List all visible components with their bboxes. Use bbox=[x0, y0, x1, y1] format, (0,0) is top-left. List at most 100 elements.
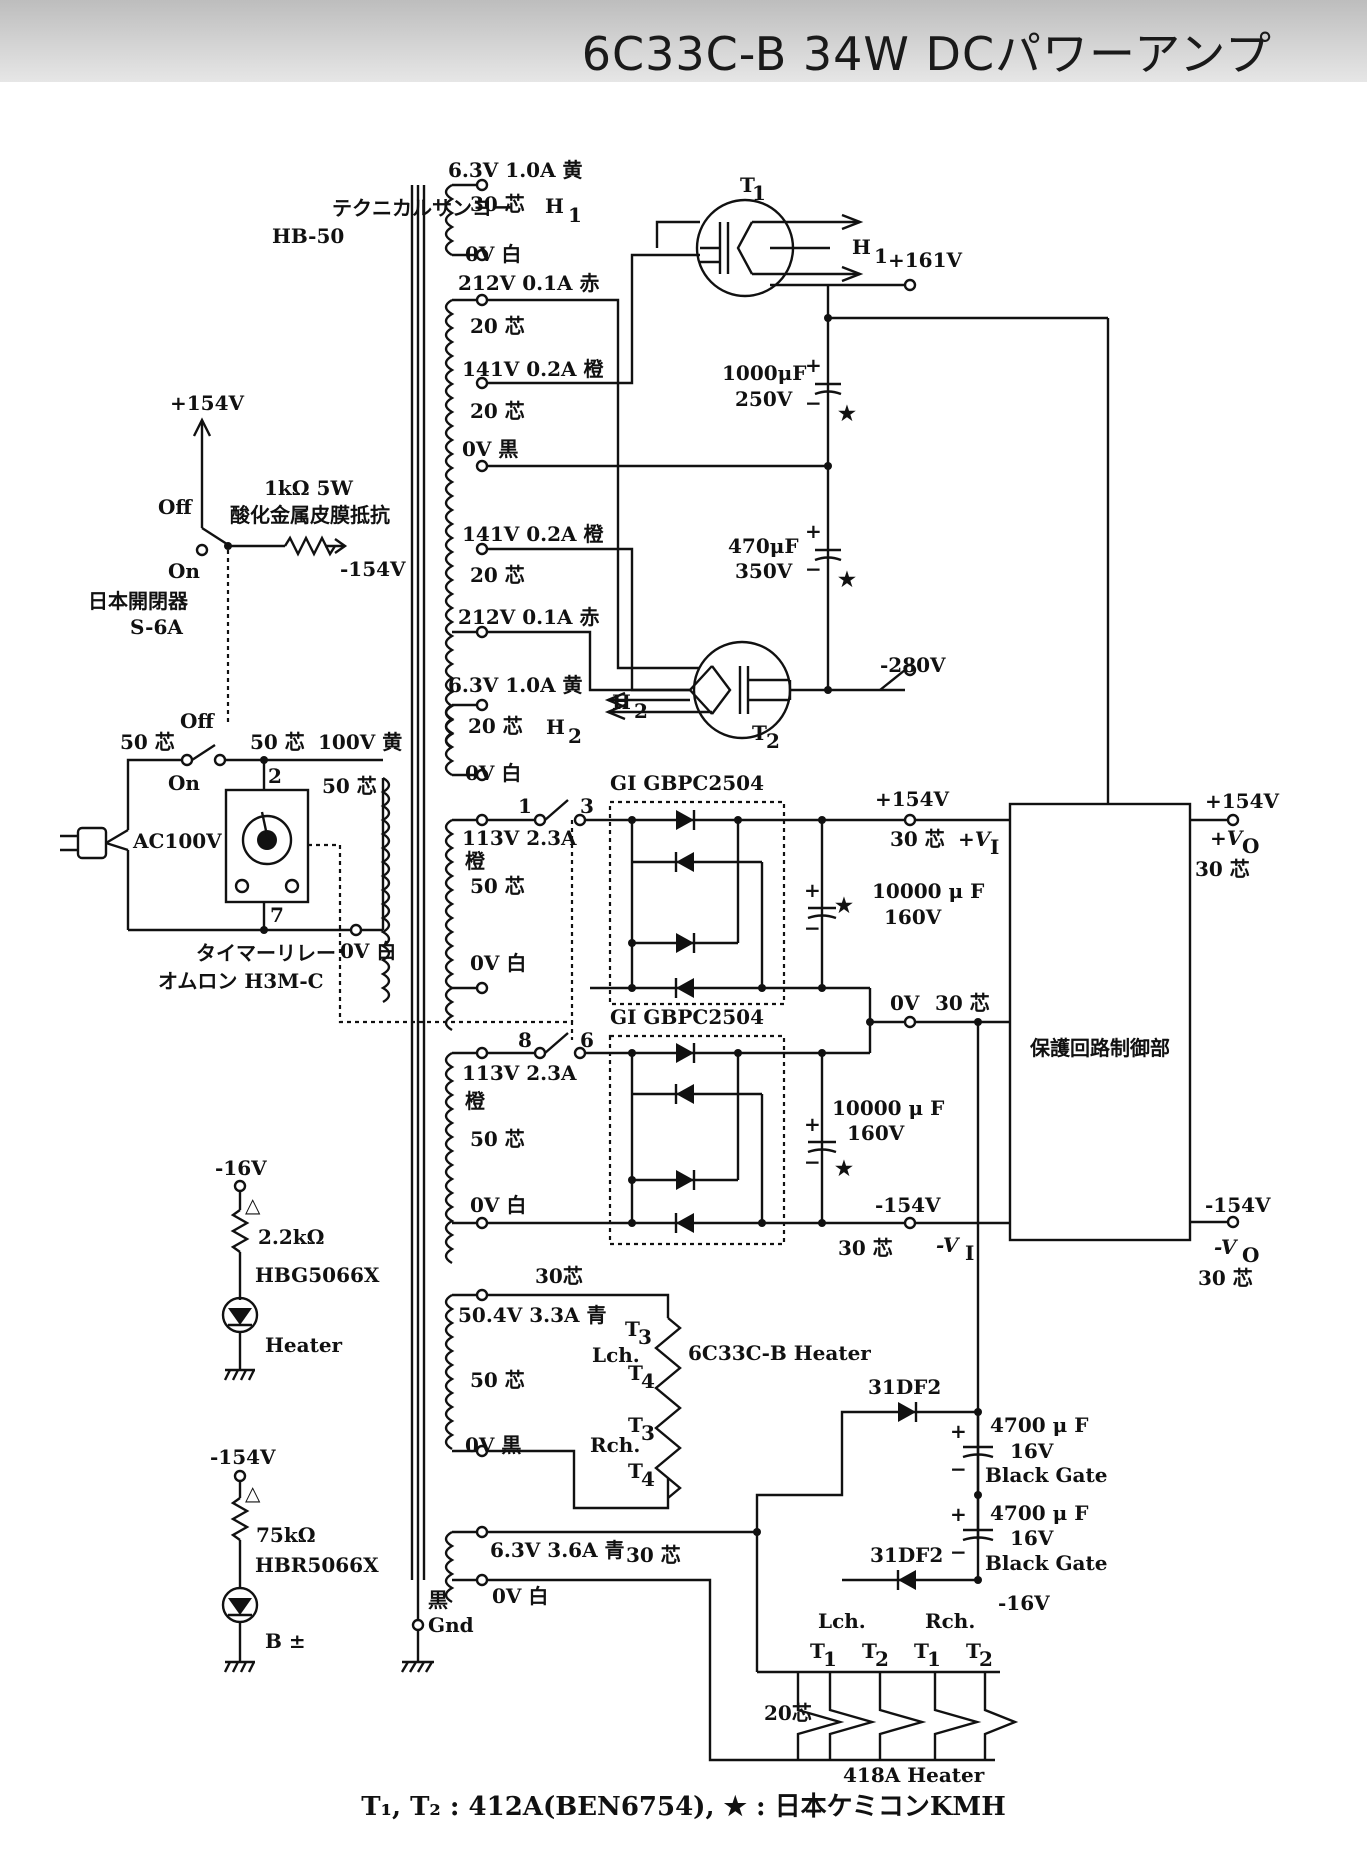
v280-label: -280V bbox=[880, 653, 946, 677]
switch-maker: 日本開閉器 bbox=[88, 589, 189, 613]
cap-plus: + bbox=[804, 1112, 821, 1136]
h2-bottom-label: 0V 白 bbox=[465, 761, 521, 785]
transformer-model: HB-50 bbox=[272, 224, 344, 248]
switch-pin-3: 3 bbox=[580, 794, 594, 818]
cap-star-icon: ★ bbox=[835, 893, 853, 917]
capacitor-c2 bbox=[814, 548, 842, 562]
bias-diode1: 31DF2 bbox=[868, 1375, 941, 1399]
h1-bottom-label: 0V 白 bbox=[465, 242, 521, 266]
led1-icon bbox=[221, 1296, 259, 1334]
capacitor-c3 bbox=[807, 906, 837, 920]
tube-t2 bbox=[692, 640, 792, 740]
switch-top-off: Off bbox=[158, 495, 193, 519]
heater-label: 6C33C-B Heater bbox=[688, 1341, 871, 1365]
h1-cores: 30 芯 bbox=[470, 192, 525, 216]
heater-cores: 50 芯 bbox=[470, 1368, 525, 1392]
c6-voltage: 16V bbox=[1010, 1526, 1054, 1550]
vi-minus-sub: I bbox=[965, 1241, 974, 1265]
ac-label: AC100V bbox=[132, 829, 222, 853]
s1-voltage: 113V 2.3A bbox=[462, 826, 577, 850]
c5-voltage: 16V bbox=[1010, 1439, 1054, 1463]
c1-value: 1000μF bbox=[722, 361, 807, 385]
heater-voltage: 50.4V 3.3A 青 bbox=[458, 1303, 606, 1327]
bias-t2-l-sub: 2 bbox=[875, 1647, 889, 1671]
switch-pin-8: 8 bbox=[518, 1028, 532, 1052]
heater-t3-top-sub: 3 bbox=[638, 1325, 652, 1349]
led2-voltage: -154V bbox=[210, 1445, 276, 1469]
tube-t2-sub: 2 bbox=[766, 729, 780, 753]
led2-resistor: 75kΩ bbox=[256, 1523, 316, 1547]
c3-voltage: 160V bbox=[884, 905, 942, 929]
tube-t1-label: T bbox=[740, 173, 755, 197]
c5-value: 4700 μ F bbox=[990, 1413, 1088, 1437]
bias-t1-l: T bbox=[810, 1639, 825, 1663]
tube-t1 bbox=[695, 198, 864, 298]
capacitor-c5 bbox=[962, 1445, 994, 1459]
ground-icon bbox=[223, 1660, 256, 1673]
heater-t4-bottom-sub: 4 bbox=[641, 1467, 655, 1491]
led2-name: B ± bbox=[265, 1629, 306, 1653]
primary-cores: 50 芯 bbox=[322, 774, 377, 798]
cap-plus: + bbox=[950, 1419, 967, 1443]
bridge2-label: GI GBPC2504 bbox=[610, 1005, 764, 1029]
c5-type: Black Gate bbox=[985, 1463, 1107, 1487]
hv4-label: 212V 0.1A 赤 bbox=[458, 605, 600, 629]
header-bar: 6C33C-B 34W DCパワーアンプ bbox=[0, 0, 1367, 82]
cap-minus: − bbox=[805, 391, 822, 415]
c1-voltage: 250V bbox=[735, 387, 793, 411]
primary-cores-top: 50 芯 bbox=[250, 730, 305, 754]
protection-box bbox=[1008, 802, 1192, 1242]
mains-off: Off bbox=[180, 709, 215, 733]
capacitor-c6 bbox=[962, 1528, 994, 1542]
transformer-core bbox=[400, 185, 434, 1673]
vo-minus: -V bbox=[1214, 1235, 1239, 1259]
hv3-label: 141V 0.2A 橙 bbox=[462, 522, 605, 546]
vo-plus-sub: O bbox=[1242, 834, 1259, 858]
switch-top-out: -154V bbox=[340, 557, 406, 581]
h1-arrow-label: H bbox=[852, 235, 871, 259]
heater-t3-bottom-sub: 3 bbox=[641, 1421, 655, 1445]
hv2-label: 141V 0.2A 橙 bbox=[462, 357, 605, 381]
heater-cores-top: 30芯 bbox=[535, 1264, 583, 1288]
led1-voltage: -16V bbox=[215, 1156, 267, 1180]
led2-triangle: △ bbox=[245, 1481, 261, 1505]
switch-pin-1: 1 bbox=[518, 794, 532, 818]
filament-cores: 30 芯 bbox=[626, 1543, 681, 1567]
s2-color: 橙 bbox=[465, 1089, 486, 1113]
page-title: 6C33C-B 34W DCパワーアンプ bbox=[581, 27, 1272, 81]
hv1-label: 212V 0.1A 赤 bbox=[458, 271, 600, 295]
vo-plus: +V bbox=[1210, 826, 1245, 850]
coil-s1 bbox=[444, 813, 489, 1032]
cap-star-icon: ★ bbox=[835, 1156, 853, 1180]
rail-plus-154: +154V bbox=[875, 787, 950, 811]
heater-0v: 0V 黒 bbox=[465, 1433, 521, 1457]
led1-resistor: 2.2kΩ bbox=[258, 1225, 324, 1249]
plug-icon bbox=[60, 826, 129, 860]
primary-100v-label: 100V 黄 bbox=[318, 730, 402, 754]
hv-c2: 20 芯 bbox=[470, 399, 525, 423]
capacitor-c4 bbox=[807, 1140, 837, 1154]
gnd-label: Gnd bbox=[428, 1613, 474, 1637]
heater-t4-top-sub: 4 bbox=[641, 1369, 655, 1393]
s2-cores: 50 芯 bbox=[470, 1127, 525, 1151]
bias-out: -16V bbox=[998, 1591, 1050, 1615]
h2-arrow-sub: 2 bbox=[634, 699, 648, 723]
cap-minus: − bbox=[950, 1457, 967, 1481]
rail-zero: 0V bbox=[890, 991, 920, 1015]
resistor-value: 1kΩ 5W bbox=[264, 476, 353, 500]
c4-voltage: 160V bbox=[847, 1121, 905, 1145]
s2-0v: 0V 白 bbox=[470, 1193, 526, 1217]
h1-sub: 1 bbox=[568, 203, 582, 227]
led2-icon bbox=[221, 1586, 259, 1624]
filament-voltage: 6.3V 3.6A 青 bbox=[490, 1538, 625, 1562]
coil-s2 bbox=[444, 1046, 489, 1265]
heater-rch: Rch. bbox=[590, 1433, 640, 1457]
led1-name: Heater bbox=[265, 1333, 343, 1357]
bias-cores: 20芯 bbox=[764, 1701, 812, 1725]
tube-t1-sub: 1 bbox=[752, 181, 766, 205]
vo-minus-sub: O bbox=[1242, 1243, 1259, 1267]
transformer-maker: テクニカルサンヨー bbox=[332, 196, 512, 220]
cap-minus: − bbox=[804, 1150, 821, 1174]
bias-lch: Lch. bbox=[818, 1609, 866, 1633]
rail-plus-cores: 30 芯 bbox=[890, 827, 945, 851]
